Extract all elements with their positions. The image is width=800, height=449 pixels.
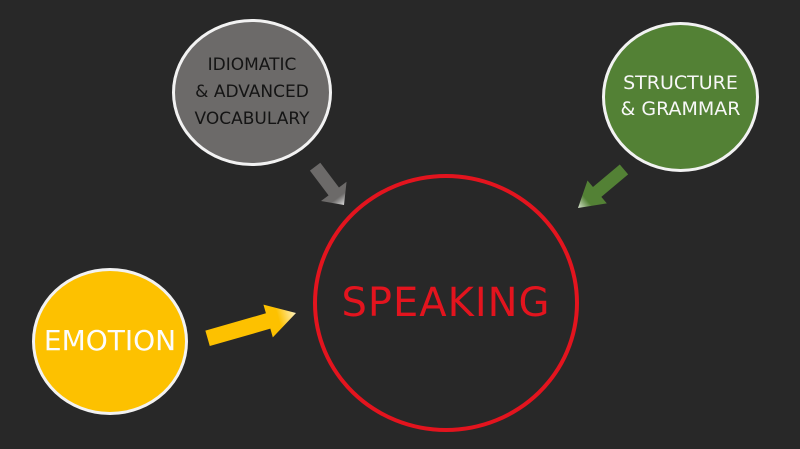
arrow-to-vocabulary xyxy=(309,162,347,205)
node-vocabulary: IDIOMATIC & ADVANCED VOCABULARY xyxy=(172,19,332,166)
node-speaking-label: SPEAKING xyxy=(341,280,551,326)
node-grammar: STRUCTURE & GRAMMAR xyxy=(602,22,759,172)
node-emotion-label: EMOTION xyxy=(43,324,177,358)
node-grammar-label: STRUCTURE & GRAMMAR xyxy=(620,72,741,120)
node-vocabulary-label: IDIOMATIC & ADVANCED VOCABULARY xyxy=(194,54,310,130)
node-emotion: EMOTION xyxy=(32,268,188,415)
node-speaking: SPEAKING xyxy=(313,174,579,432)
arrow-to-emotion xyxy=(205,304,296,347)
arrow-to-grammar xyxy=(578,164,629,208)
